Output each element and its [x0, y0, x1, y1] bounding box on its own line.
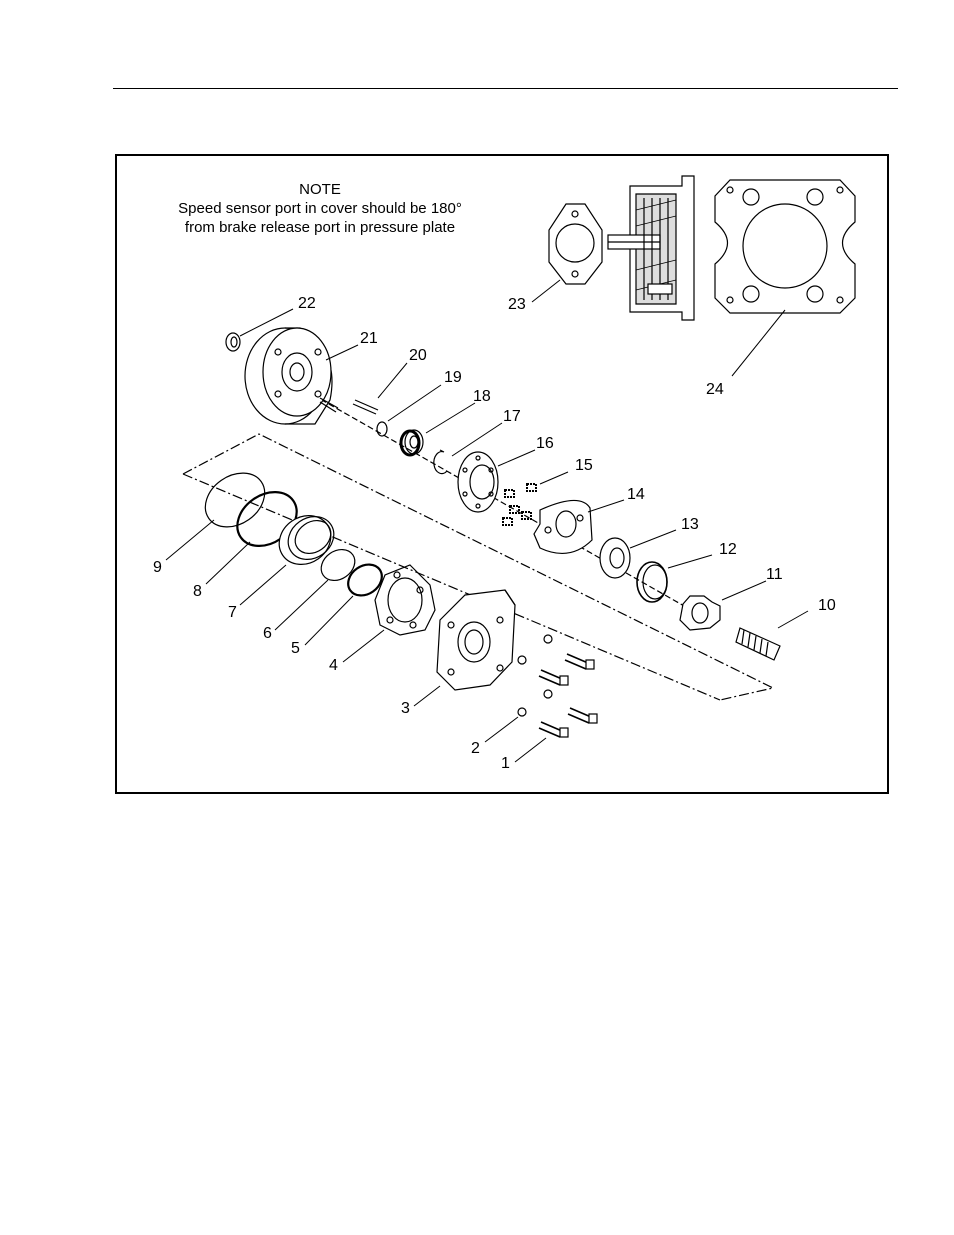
- callout-4: 4: [329, 657, 338, 674]
- part-12-ring: [637, 562, 667, 602]
- part-14-piston: [534, 500, 592, 553]
- callout-1: 1: [501, 755, 510, 772]
- callout-5: 5: [291, 640, 300, 657]
- callout-13: 13: [681, 516, 699, 533]
- part-22-seal: [226, 333, 240, 351]
- part-1-bolts: [539, 654, 597, 737]
- cross-section-view: [608, 176, 694, 320]
- part-17-retaining-ring: [434, 450, 447, 474]
- callout-22: 22: [298, 295, 316, 312]
- part-24-gasket: [715, 180, 855, 313]
- part-2-washers: [518, 635, 552, 716]
- callout-21: 21: [360, 330, 378, 347]
- part-20-pin: [353, 400, 378, 414]
- callout-17: 17: [503, 408, 521, 425]
- callout-11: 11: [766, 566, 783, 583]
- callout-8: 8: [193, 583, 202, 600]
- callout-19: 19: [444, 369, 462, 386]
- part-21-cover: [245, 328, 338, 424]
- callout-10: 10: [818, 597, 836, 614]
- part-9-ring: [195, 462, 275, 538]
- part-7-seal: [270, 506, 342, 575]
- callout-18: 18: [473, 388, 491, 405]
- callout-20: 20: [409, 347, 427, 364]
- callout-9: 9: [153, 559, 162, 576]
- callout-2: 2: [471, 740, 480, 757]
- callout-16: 16: [536, 435, 554, 452]
- part-15-springs: [503, 484, 536, 525]
- callout-15: 15: [575, 457, 593, 474]
- callout-7: 7: [228, 604, 237, 621]
- callout-12: 12: [719, 541, 737, 558]
- part-11-tab-washer: [680, 596, 720, 630]
- part-4-gasket: [375, 565, 435, 635]
- callout-14: 14: [627, 486, 645, 503]
- callout-6: 6: [263, 625, 272, 642]
- callout-23: 23: [508, 296, 526, 313]
- centerline-axis: [313, 395, 700, 615]
- part-10-shaft: [736, 628, 780, 660]
- part-19-o-ring: [377, 422, 387, 436]
- part-3-pressure-plate: [437, 590, 515, 690]
- part-5-ring: [342, 558, 388, 602]
- part-23-gasket: [549, 204, 602, 284]
- callout-24: 24: [706, 381, 724, 398]
- callout-3: 3: [401, 700, 410, 717]
- part-13-disc: [600, 538, 630, 578]
- part-16-plate: [458, 452, 498, 512]
